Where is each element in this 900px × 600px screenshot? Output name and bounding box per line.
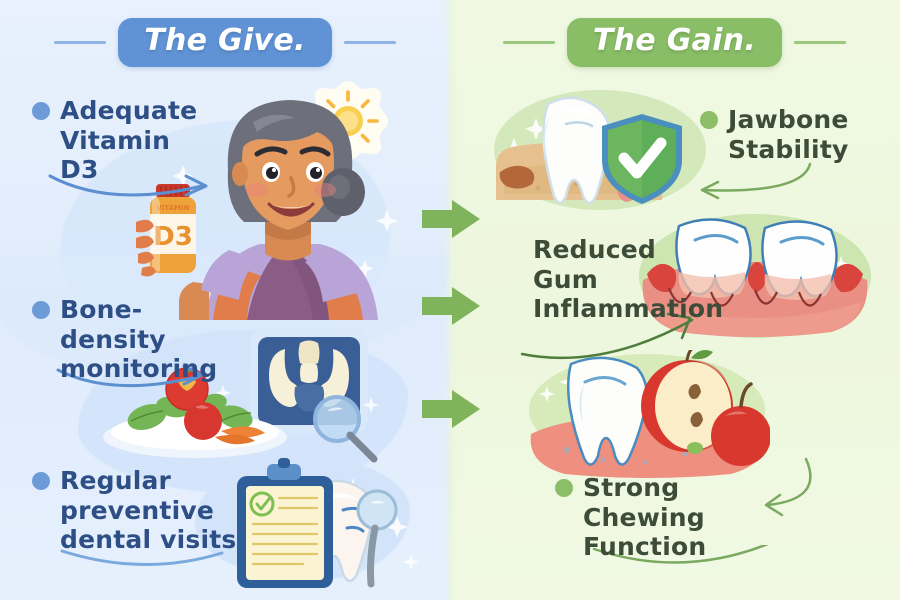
header-dash-left xyxy=(54,41,107,44)
left-bullet-2-text: Bone-density monitoring xyxy=(60,295,232,384)
line: Strong Chewing xyxy=(583,473,705,532)
right-bullet-2-text: Reduced Gum Inflammation xyxy=(533,235,723,324)
transition-arrow-icon xyxy=(420,198,482,240)
line: Vitamin D3 xyxy=(60,125,171,185)
line: Jawbone xyxy=(728,105,849,134)
header-dash-right xyxy=(343,41,396,44)
line: Stability xyxy=(728,134,849,164)
bullet-dot-icon xyxy=(32,472,50,490)
svg-text:D3: D3 xyxy=(153,222,193,252)
curved-arrow-icon xyxy=(56,364,204,388)
curved-underline-icon xyxy=(592,545,769,564)
line: dental visits xyxy=(60,525,237,554)
curved-underline-icon xyxy=(60,549,224,567)
line: Reduced xyxy=(533,235,656,264)
left-panel-header: The Give. xyxy=(40,18,410,67)
header-dash-left xyxy=(502,41,555,44)
tooth-with-apples xyxy=(525,346,771,490)
right-bullet-1: Jawbone Stability xyxy=(700,105,880,164)
curved-arrow-icon xyxy=(48,174,208,197)
the-give-badge: The Give. xyxy=(118,18,332,67)
right-bullet-1-text: Jawbone Stability xyxy=(728,105,849,164)
line: Gum xyxy=(533,264,598,294)
svg-text:VITAMIN: VITAMIN xyxy=(156,204,189,212)
dental-checkup-clipboard xyxy=(225,450,430,595)
line: Inflammation xyxy=(533,294,724,323)
teeth-with-inflamed-gums xyxy=(635,210,875,350)
left-bullet-3-text: Regular preventive dental visits xyxy=(60,466,237,555)
right-bullet-2: Reduced Gum Inflammation xyxy=(533,235,723,324)
bullet-dot-icon xyxy=(700,111,718,129)
line: Function xyxy=(583,532,707,561)
the-gain-badge: The Gain. xyxy=(566,18,783,67)
left-bullet-2: Bone-density monitoring xyxy=(32,295,232,384)
right-bullet-3: Strong Chewing Function xyxy=(555,473,785,562)
curved-arrow-icon xyxy=(520,312,694,360)
left-bullet-1-text: Adequate Vitamin D3 xyxy=(60,96,217,185)
left-bullet-3: Regular preventive dental visits xyxy=(32,466,237,555)
header-dash-right xyxy=(794,41,847,44)
bullet-dot-icon xyxy=(32,301,50,319)
line: Regular xyxy=(60,466,172,495)
right-bullet-3-text: Strong Chewing Function xyxy=(583,473,785,562)
curved-arrow-icon xyxy=(700,162,812,200)
line: preventive xyxy=(60,495,215,525)
bullet-dot-icon xyxy=(555,479,573,497)
healthy-plate-and-pelvis-xray xyxy=(95,325,395,465)
tooth-in-jawbone-with-shield xyxy=(490,80,710,215)
left-bullet-1: Adequate Vitamin D3 xyxy=(32,96,217,185)
line: monitoring xyxy=(60,354,218,383)
line: Adequate xyxy=(60,96,198,125)
transition-arrow-icon xyxy=(420,388,482,430)
line: Bone-density xyxy=(60,295,166,354)
right-panel-header: The Gain. xyxy=(487,18,862,67)
curved-arrow-icon xyxy=(764,457,812,517)
smiling-woman-illustration xyxy=(165,70,415,320)
transition-arrow-icon xyxy=(420,285,482,327)
bullet-dot-icon xyxy=(32,102,50,120)
